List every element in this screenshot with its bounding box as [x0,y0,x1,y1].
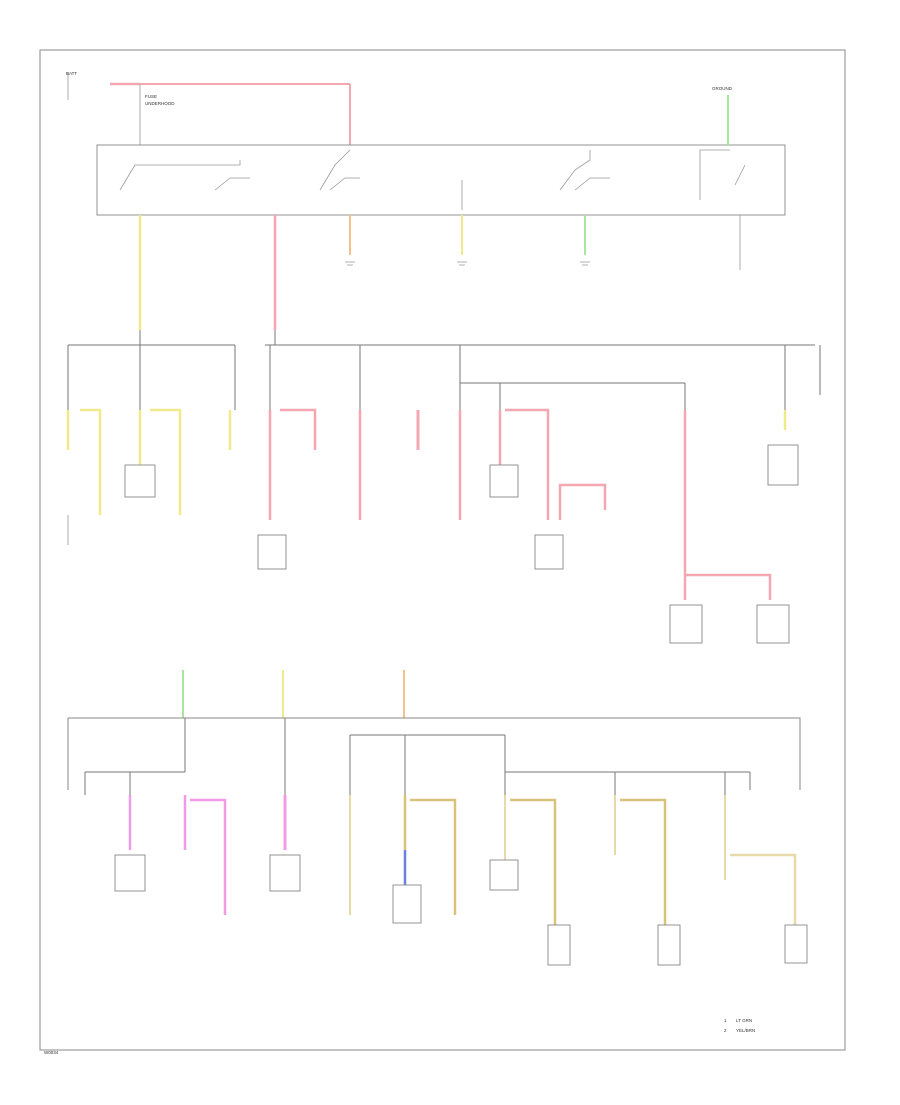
svg-text:1: 1 [724,1018,727,1023]
ignition-switch-contacts [119,149,746,210]
diagram-frame [39,49,846,1051]
svg-text:GROUND: GROUND [712,86,733,91]
footer-code: W0034 [44,1050,59,1055]
top-ground-symbols [345,261,590,266]
bottom-fuse-panel [67,717,801,790]
lamp-switch: GROUND [712,86,741,270]
svg-text:FUSE: FUSE [145,94,157,99]
bottom-wires [128,795,797,925]
bottom-feeds [182,670,405,718]
battery-feed: BATT FUSE UNDERHOOD [66,71,351,145]
svg-text:UNDERHOOD: UNDERHOOD [145,101,175,106]
red-circuits [268,408,772,600]
ignition-switch [96,144,786,216]
bottom-buses [84,718,751,795]
legend-item-2: YEL/BRN [736,1028,755,1033]
yellow-circuits [66,408,232,515]
svg-text:2: 2 [724,1028,727,1033]
svg-text:BATT: BATT [66,71,77,76]
legend-item-1: LT GRN [736,1018,752,1023]
fuse-block-bus-2 [265,330,821,410]
bottom-components [114,854,808,966]
fuse-block-bus-1 [67,330,236,410]
legend: 1 LT GRN 2 YEL/BRN [724,1018,755,1033]
middle-components [67,444,799,644]
